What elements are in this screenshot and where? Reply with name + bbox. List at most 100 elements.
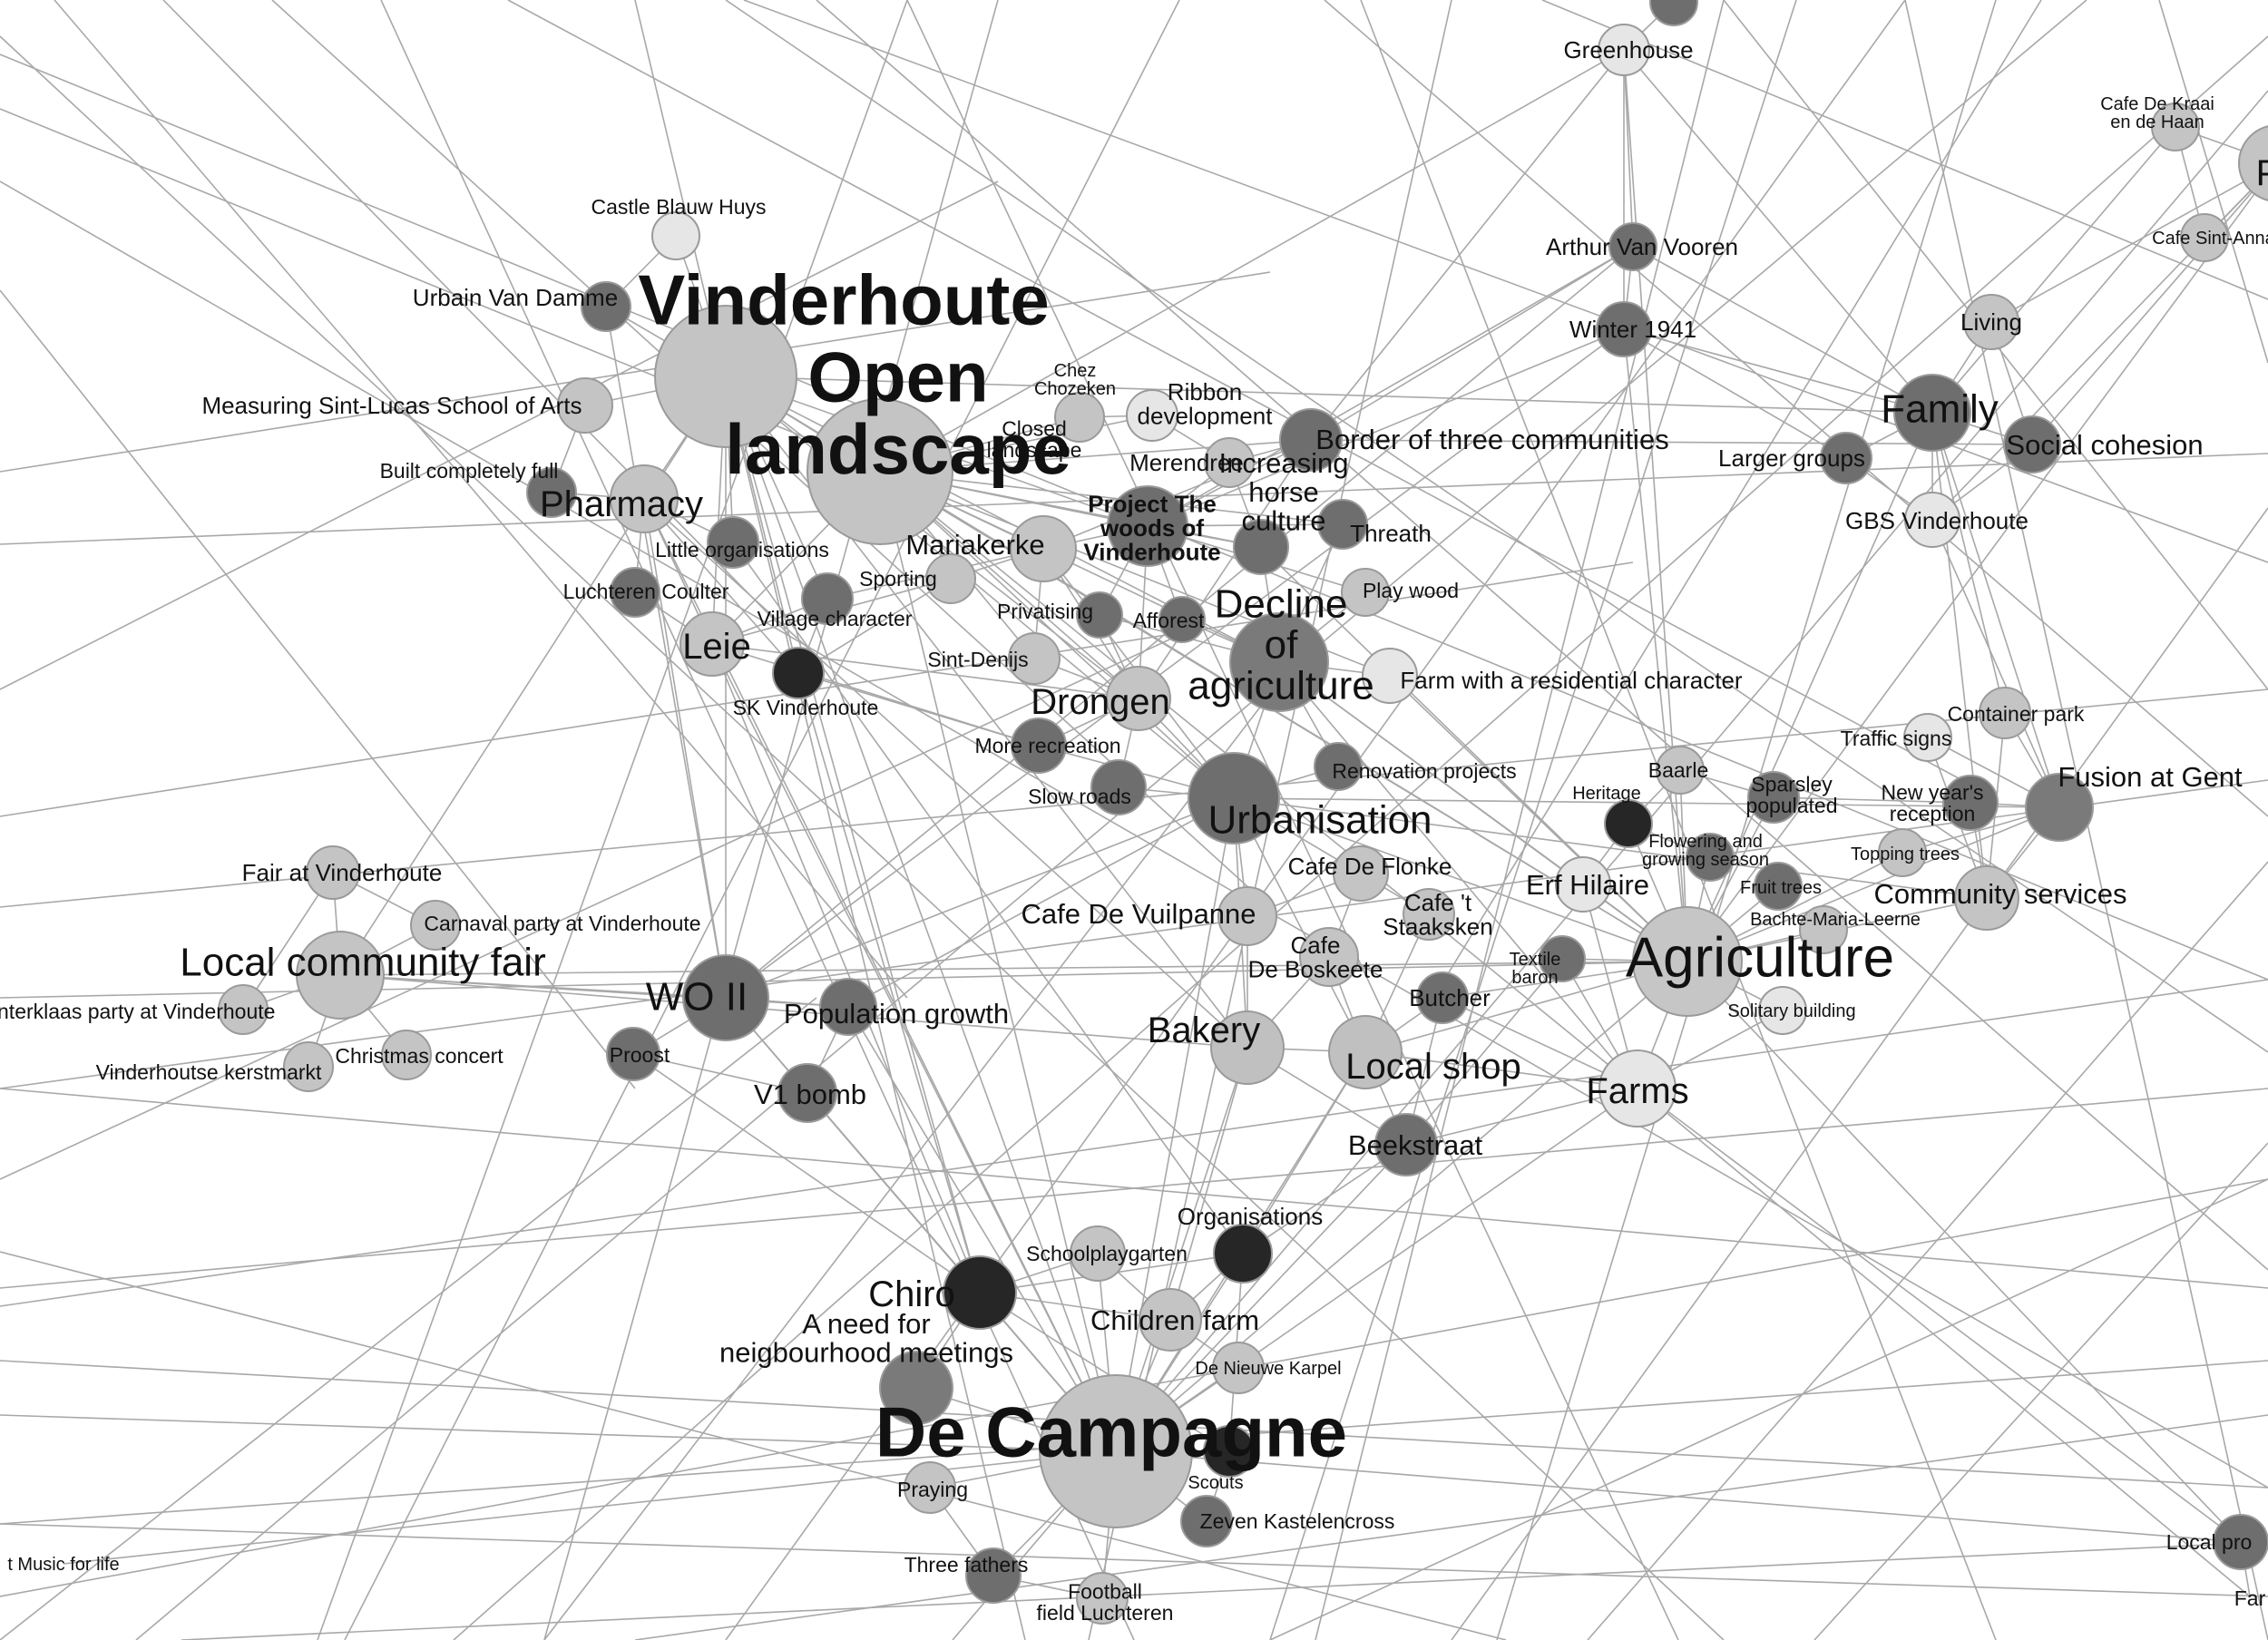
label-line-leie-0: Leie xyxy=(682,627,751,667)
node-gbs-vinderhoute[interactable] xyxy=(1904,492,1960,548)
node-renovation-projects[interactable] xyxy=(1314,742,1363,791)
node-praying[interactable] xyxy=(904,1461,956,1514)
node-ribbon-development[interactable] xyxy=(1126,389,1178,442)
label-line-luchteren-coulter-0: Luchteren Coulter xyxy=(563,580,729,603)
node-container-park[interactable] xyxy=(1979,687,2031,739)
node-built-completely-full[interactable] xyxy=(526,467,577,518)
node-de-nieuwe-karpel[interactable] xyxy=(1212,1342,1265,1394)
node-measuring-sint-lucas[interactable] xyxy=(557,377,613,434)
background-edge xyxy=(1587,861,2268,1640)
node-family[interactable] xyxy=(1893,374,1971,452)
node-top-right-node[interactable] xyxy=(2238,125,2268,201)
node-beekstraat[interactable] xyxy=(1374,1113,1438,1176)
node-erf-hilaire[interactable] xyxy=(1555,856,1611,913)
node-agriculture[interactable] xyxy=(1632,906,1743,1017)
node-scouts[interactable] xyxy=(1203,1425,1256,1478)
node-vinderhoute[interactable] xyxy=(654,305,797,448)
node-border-three-communities[interactable] xyxy=(1279,408,1343,472)
node-afforest[interactable] xyxy=(1158,596,1206,643)
node-flowering-growing[interactable] xyxy=(1686,833,1735,882)
node-top-center-node[interactable] xyxy=(1649,0,1698,26)
node-new-years-reception[interactable] xyxy=(1942,775,1999,831)
node-community-services[interactable] xyxy=(1954,865,2019,931)
node-larger-groups[interactable] xyxy=(1820,432,1872,484)
node-little-organisations[interactable] xyxy=(707,516,759,569)
node-solitary-building[interactable] xyxy=(1758,986,1807,1035)
node-pharmacy[interactable] xyxy=(610,464,679,533)
background-edge xyxy=(743,0,2268,563)
node-farms[interactable] xyxy=(1598,1049,1677,1128)
node-christmas-concert[interactable] xyxy=(381,1030,432,1080)
node-local-shop[interactable] xyxy=(1328,1015,1403,1089)
node-zeven-kastelencross[interactable] xyxy=(1180,1495,1233,1547)
node-urbain-van-damme[interactable] xyxy=(581,281,631,332)
node-project-woods[interactable] xyxy=(1107,485,1188,567)
node-vinderhoutse-kerstmarkt[interactable] xyxy=(283,1041,334,1092)
node-chiro[interactable] xyxy=(943,1255,1017,1330)
node-children-farm[interactable] xyxy=(1139,1288,1202,1352)
node-sint-denijs[interactable] xyxy=(1008,632,1061,685)
node-fair-at-vinderhoute[interactable] xyxy=(306,845,360,900)
node-sk-vinderhoute[interactable] xyxy=(772,647,825,699)
node-football-field[interactable] xyxy=(1076,1572,1129,1625)
node-topping-trees[interactable] xyxy=(1878,828,1927,877)
node-cafe-de-kraai[interactable] xyxy=(2151,102,2200,151)
node-schoolplaygarten[interactable] xyxy=(1070,1225,1126,1282)
node-leie[interactable] xyxy=(679,611,745,677)
node-farm-residential[interactable] xyxy=(1362,648,1418,704)
node-a-need-meetings[interactable] xyxy=(879,1351,953,1425)
node-play-wood[interactable] xyxy=(1341,568,1390,617)
node-carnaval-party[interactable] xyxy=(410,900,461,951)
edge-family-greenhouse xyxy=(1623,49,1933,414)
node-village-character[interactable] xyxy=(801,572,854,625)
node-luchteren-coulter[interactable] xyxy=(610,567,660,618)
node-sinterklaas-party[interactable] xyxy=(218,984,269,1035)
node-greenhouse[interactable] xyxy=(1598,24,1650,76)
node-drongen[interactable] xyxy=(1106,666,1171,731)
node-wo-ii[interactable] xyxy=(682,954,769,1041)
node-population-growth[interactable] xyxy=(819,978,877,1036)
node-proost[interactable] xyxy=(606,1027,660,1081)
node-cafe-de-boskeete[interactable] xyxy=(1299,927,1359,987)
node-fusion-at-gent[interactable] xyxy=(2025,773,2094,842)
node-bachte-maria-leerne[interactable] xyxy=(1799,905,1848,954)
node-privatising[interactable] xyxy=(1076,591,1123,639)
node-arthur-van-vooren[interactable] xyxy=(1608,222,1657,271)
node-de-campagne[interactable] xyxy=(1039,1374,1193,1528)
node-bakery[interactable] xyxy=(1210,1010,1285,1085)
label-carnaval-party: Carnaval party at Vinderhoute xyxy=(424,912,700,935)
node-v1-bomb[interactable] xyxy=(777,1063,837,1123)
node-living[interactable] xyxy=(1963,294,2019,350)
node-urbanisation[interactable] xyxy=(1188,752,1280,844)
node-castle-blauw-huys[interactable] xyxy=(651,211,700,260)
node-butcher[interactable] xyxy=(1416,971,1469,1024)
node-fruit-trees[interactable] xyxy=(1754,862,1803,911)
node-more-recreation[interactable] xyxy=(1011,718,1067,774)
node-three-fathers[interactable] xyxy=(965,1547,1022,1604)
node-increasing-horse-culture[interactable] xyxy=(1233,519,1289,575)
node-merendree[interactable] xyxy=(1204,437,1255,488)
node-textile-baron[interactable] xyxy=(1539,935,1586,982)
node-decline-of-agriculture[interactable] xyxy=(1229,612,1329,712)
node-slow-roads[interactable] xyxy=(1090,759,1147,815)
node-closed-landscape[interactable] xyxy=(1054,392,1105,443)
node-baarle[interactable] xyxy=(1656,746,1705,795)
label-cafe-sint-anna: Cafe Sint-Anna xyxy=(2152,229,2268,249)
node-sporting[interactable] xyxy=(925,553,976,604)
node-traffic-signs[interactable] xyxy=(1903,713,1952,762)
node-open-landscape[interactable] xyxy=(807,398,953,545)
node-cafe-staaksken[interactable] xyxy=(1403,888,1455,941)
node-threath[interactable] xyxy=(1317,499,1368,550)
edge-top-right-node-living xyxy=(1990,167,2268,323)
node-social-cohesion[interactable] xyxy=(2003,415,2061,473)
node-cafe-de-flonke[interactable] xyxy=(1333,845,1389,902)
node-winter-1941[interactable] xyxy=(1596,301,1652,357)
node-heritage[interactable] xyxy=(1604,799,1653,848)
node-sparsley-populated[interactable] xyxy=(1747,771,1800,824)
node-local-pro[interactable] xyxy=(2213,1514,2268,1570)
node-cafe-de-vuilpanne[interactable] xyxy=(1217,886,1277,946)
node-cafe-sint-anna[interactable] xyxy=(2180,213,2229,262)
node-organisations[interactable] xyxy=(1213,1224,1273,1284)
node-local-community-fair[interactable] xyxy=(296,931,385,1020)
node-mariakerke[interactable] xyxy=(1010,515,1077,582)
